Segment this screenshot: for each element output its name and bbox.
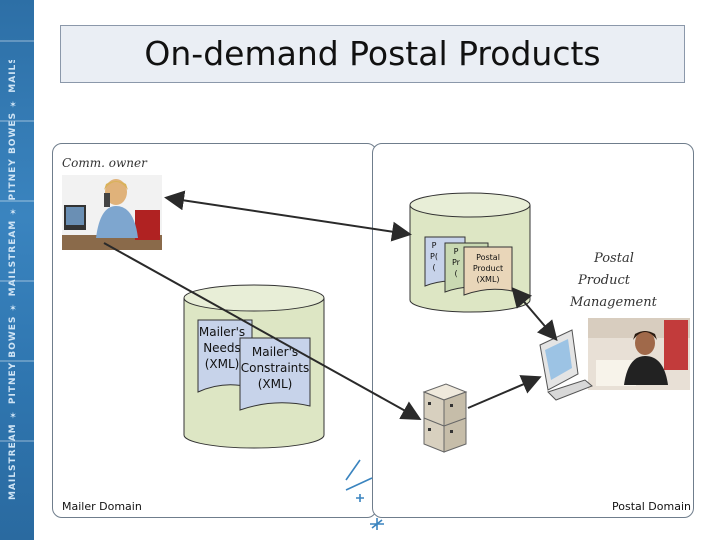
arrow-owner-to-product	[164, 190, 412, 242]
constraints-doc-line-2: Constraints	[241, 361, 309, 375]
back-doc-1-line-2: P(	[430, 252, 438, 261]
needs-doc-line-3: (XML)	[205, 357, 240, 371]
comm-owner-label: Comm. owner	[62, 156, 147, 170]
management-label-2: Product	[578, 273, 630, 288]
comm-owner-photo	[62, 175, 162, 250]
back-doc-2-line-1: P	[454, 247, 459, 256]
computer-terminal	[539, 329, 593, 401]
operator-photo	[588, 318, 690, 390]
mailer-needs-doc: Mailer's Needs (XML)	[197, 319, 253, 393]
decorative-sparkles	[345, 459, 384, 530]
back-doc-2-line-2: Pr	[452, 258, 461, 267]
constraints-doc-line-3: (XML)	[258, 377, 293, 391]
title-box: On-demand Postal Products	[60, 25, 685, 83]
product-doc-line-2: Product	[473, 264, 503, 273]
back-doc-2-line-3: (	[454, 269, 457, 278]
page-title: On-demand Postal Products	[144, 34, 601, 73]
server-rack	[422, 383, 468, 453]
arrow-terminal-to-product	[511, 286, 558, 342]
constraints-doc-line-1: Mailer's	[252, 345, 298, 359]
management-label-1: Postal	[594, 251, 634, 266]
mailer-constraints-doc: Mailer's Constraints (XML)	[239, 337, 311, 411]
needs-doc-line-1: Mailer's	[199, 325, 245, 339]
management-label-3: Management	[570, 295, 657, 310]
brand-sidebar: MAILSTREAM ✶ PITNEY BOWES ✶ MAILSTREAM ✶…	[0, 0, 34, 540]
mailer-domain-label: Mailer Domain	[62, 500, 142, 513]
needs-doc-line-2: Needs	[203, 341, 241, 355]
arrow-owner-to-server	[103, 242, 422, 420]
postal-product-doc: Postal Product (XML)	[463, 246, 513, 296]
back-doc-1-line-3: (	[432, 263, 435, 272]
postal-domain-label: Postal Domain	[612, 500, 691, 513]
product-doc-line-1: Postal	[476, 253, 500, 262]
back-doc-1-line-1: P	[432, 241, 437, 250]
product-doc-line-3: (XML)	[476, 275, 499, 284]
arrow-server-to-terminal	[467, 375, 542, 409]
